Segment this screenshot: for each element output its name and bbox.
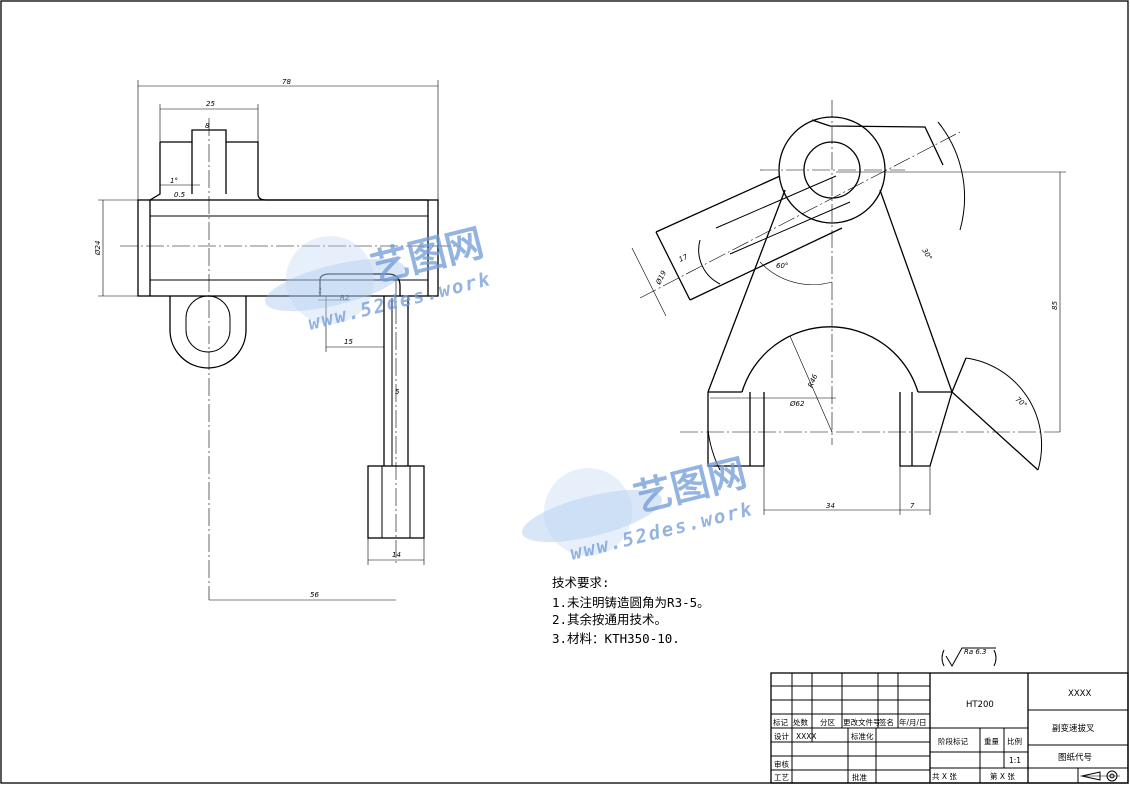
tb-h-date: 年/月/日	[899, 717, 927, 727]
tb-scale-label: 比例	[1007, 736, 1022, 746]
dim-small: 1	[318, 287, 322, 295]
dim-width-34: 34	[826, 502, 835, 510]
dim-pad-width: 14	[392, 551, 401, 559]
tb-h-count: 处数	[793, 717, 808, 727]
dim-width-7: 7	[910, 502, 915, 510]
tb-h-mark: 标记	[773, 717, 788, 727]
watermark-upper: 艺图网 www.52des.work	[264, 220, 494, 335]
tb-h-process: 工艺	[774, 773, 789, 782]
dim-radius-r46: R46	[807, 372, 820, 388]
side-view: 17 Ø19 60° 30° 85 R46 Ø62 70° 34 7	[631, 100, 1066, 515]
dim-chamfer: 1°	[170, 177, 178, 185]
technical-notes: 技术要求: 1.未注明铸造圆角为R3-5。 2.其余按通用技术。 3.材料：KT…	[552, 575, 710, 646]
tb-drawing-no-label: 图纸代号	[1058, 752, 1092, 763]
tb-part-name: 副变速拔叉	[1052, 723, 1095, 734]
dim-slot-width: 8	[205, 122, 210, 130]
dim-angle-30: 30°	[920, 247, 933, 262]
tb-h-designer: XXXX	[796, 732, 817, 741]
notes-line-3: 3.材料：KTH350-10.	[552, 631, 680, 646]
dim-angle-60: 60°	[776, 262, 788, 270]
dim-angle-70: 70°	[1014, 395, 1029, 409]
tb-h-design: 设计	[774, 731, 789, 741]
projection-symbol-icon	[1080, 770, 1120, 782]
dim-offset: 0.5	[174, 191, 186, 199]
watermark-lower: 艺图网 www.52des.work	[521, 450, 756, 565]
tb-weight-label: 重量	[984, 737, 999, 746]
dim-dia-62: Ø62	[789, 400, 805, 408]
svg-text:Ra 6.3: Ra 6.3	[964, 648, 987, 656]
front-view: 78 25 8 1° 0.5 Ø24 R2 1 15 5 14 56	[94, 78, 460, 601]
dim-arm-offset: 15	[344, 338, 353, 346]
tb-h-standard: 标准化	[851, 731, 874, 741]
tb-h-zone: 分区	[820, 718, 835, 727]
tb-scale-value: 1:1	[1009, 756, 1021, 765]
notes-line-1: 1.未注明铸造圆角为R3-5。	[552, 595, 710, 610]
dim-height-85: 85	[1051, 301, 1059, 310]
dim-shaft-dia: Ø24	[94, 241, 102, 256]
notes-heading: 技术要求:	[552, 575, 610, 590]
tb-h-approve: 批准	[852, 772, 867, 782]
dim-fillet-r: R2	[340, 294, 350, 302]
tb-total-sheets: 共 X 张	[932, 772, 957, 781]
dim-right-width: 17	[678, 253, 690, 264]
tb-company: XXXX	[1068, 689, 1091, 699]
notes-line-2: 2.其余按通用技术。	[552, 612, 667, 627]
tb-h-review: 审核	[774, 759, 789, 769]
tb-h-change-doc: 更改文件号	[843, 717, 881, 727]
tb-stage-label: 阶段标记	[938, 736, 968, 746]
dim-arm-thk: 5	[395, 388, 400, 396]
dim-center-distance: 56	[310, 591, 319, 599]
tb-material: HT200	[966, 700, 994, 710]
roughness-symbol: Ra 6.3	[941, 647, 997, 667]
title-block: HT200 XXXX 副变速拔叉 图纸代号 阶段标记 重量 比例 1:1 共 X…	[770, 672, 1129, 784]
tb-h-sign: 签名	[879, 717, 894, 727]
dim-overall-width: 78	[282, 78, 291, 86]
tb-sheet-no: 第 X 张	[990, 771, 1015, 781]
dim-head-width: 25	[206, 100, 215, 108]
